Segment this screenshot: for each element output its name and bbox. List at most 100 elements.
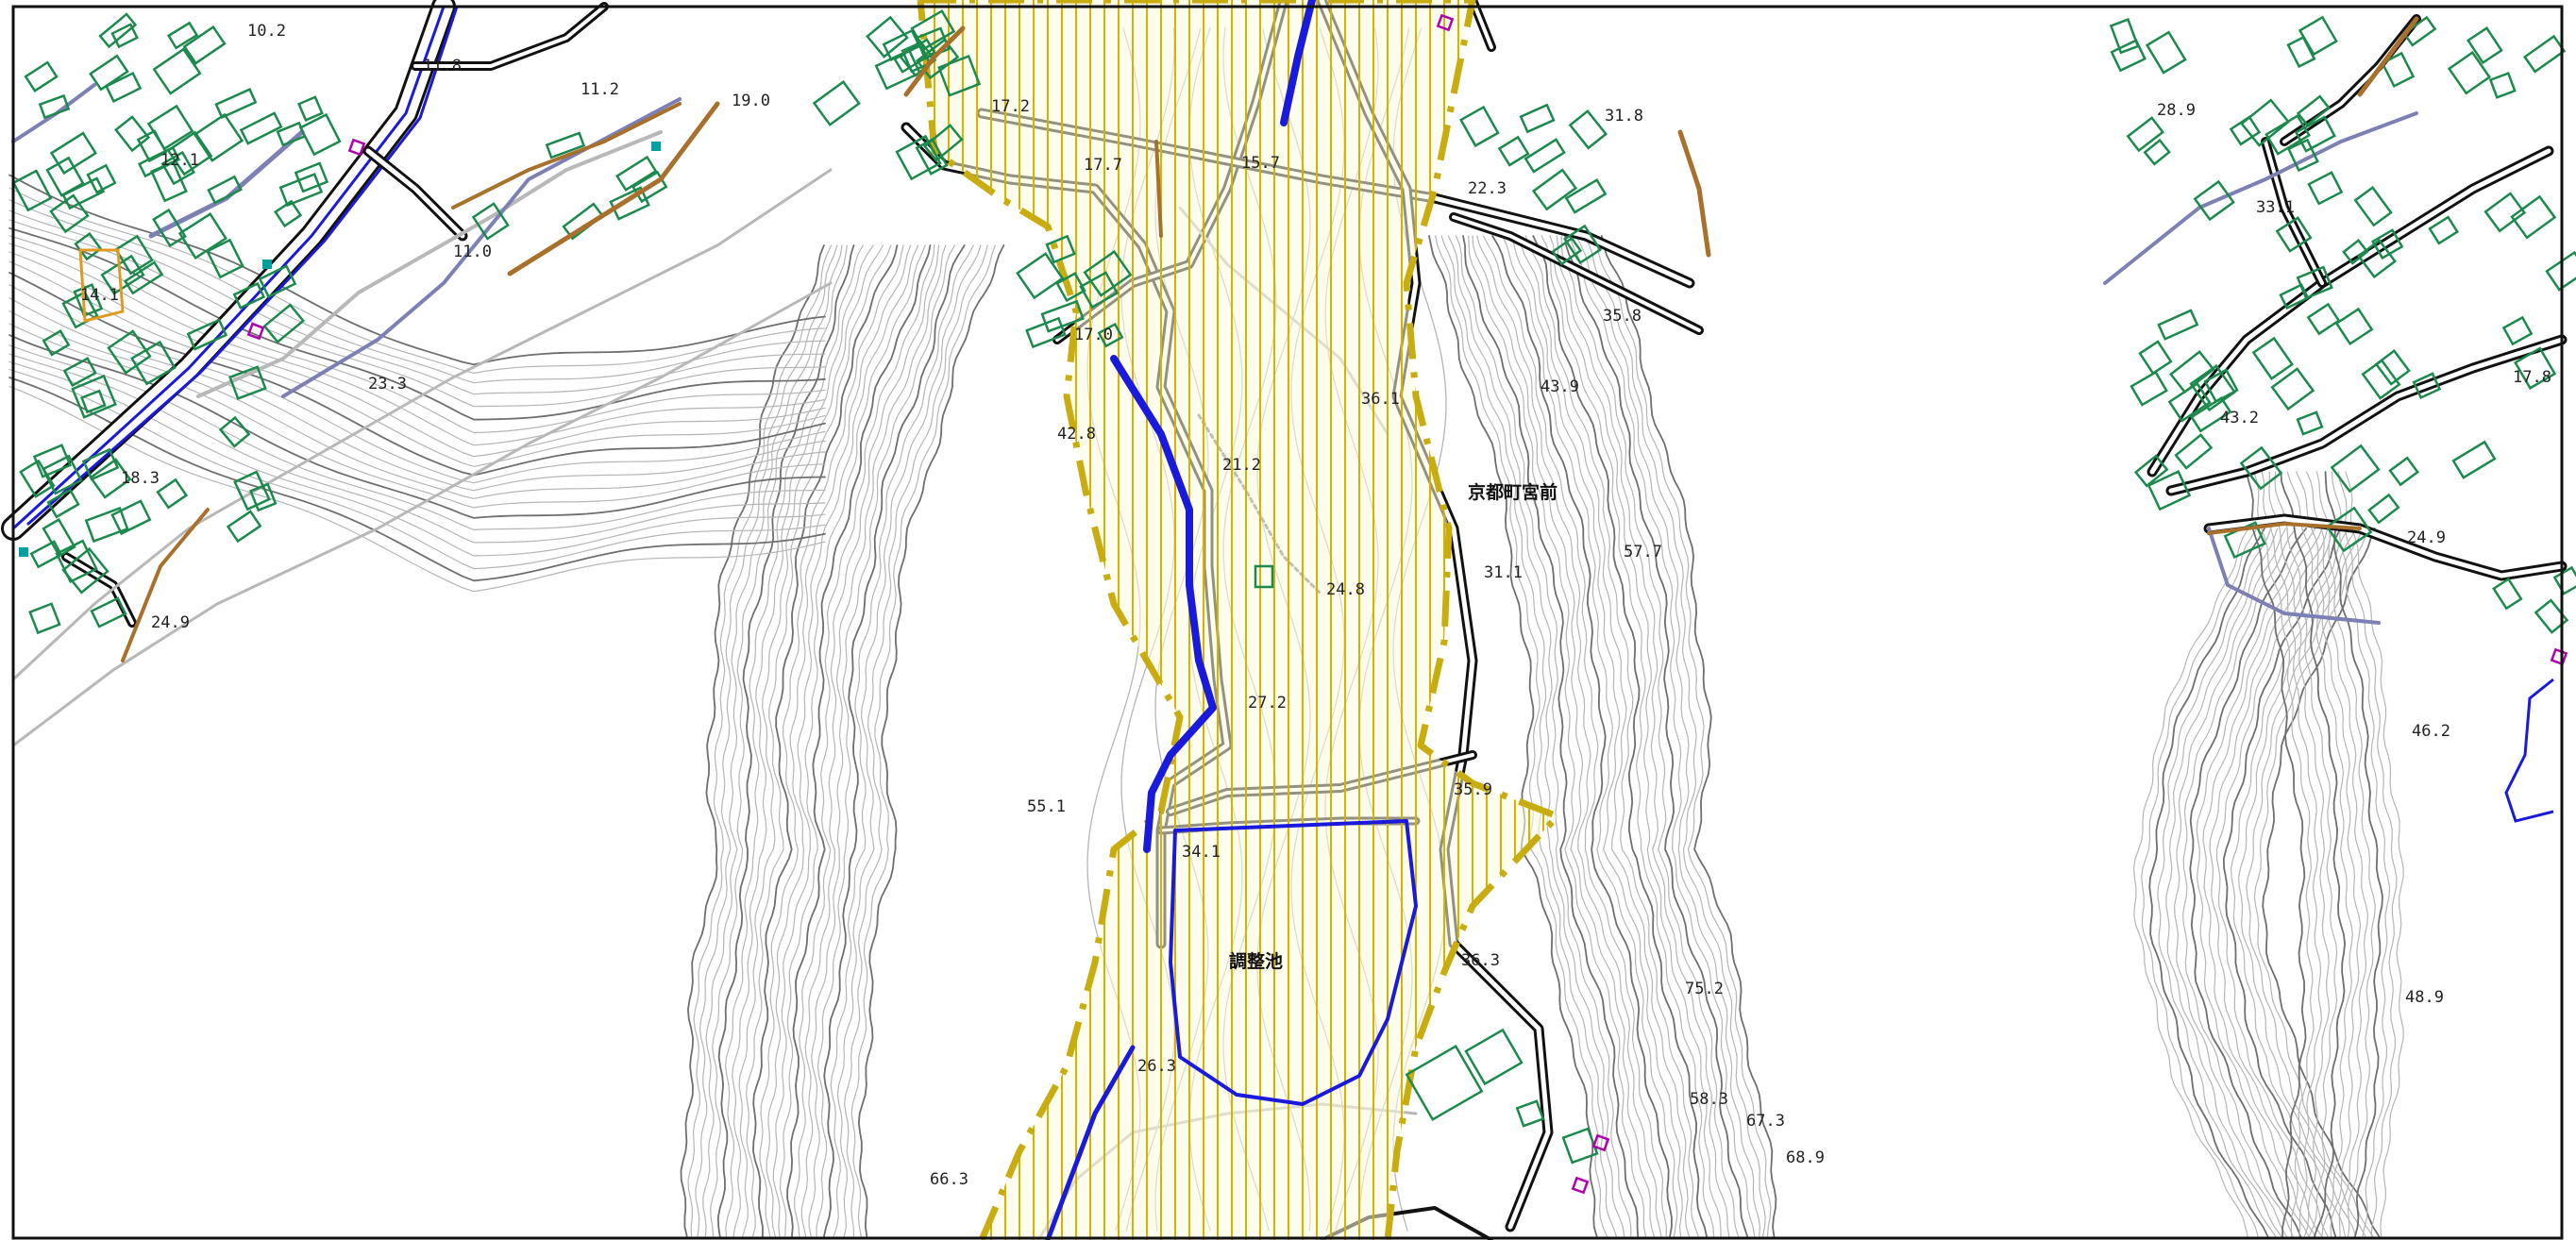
building bbox=[71, 374, 117, 419]
contour-line bbox=[780, 244, 926, 1237]
zone-boundary-line bbox=[917, 0, 1561, 1240]
contour-line bbox=[2286, 471, 2353, 1237]
slope-strip bbox=[2207, 522, 2362, 535]
elevation-label: 36.3 bbox=[1461, 951, 1500, 970]
building bbox=[2109, 18, 2140, 55]
building bbox=[104, 71, 143, 103]
building bbox=[2157, 309, 2199, 341]
building bbox=[90, 596, 127, 628]
contour-line bbox=[2223, 528, 2342, 1237]
elevation-label: 48.9 bbox=[2405, 988, 2444, 1007]
elevation-labels: 10.2 11.8 11.2 19.0 12.1 11.0 14.1 23.3 … bbox=[80, 22, 2551, 1189]
building bbox=[152, 208, 187, 248]
contour-line bbox=[836, 244, 982, 1237]
elevation-label: 57.7 bbox=[1624, 543, 1662, 561]
village-road-fill bbox=[2206, 516, 2565, 578]
contour-line bbox=[1564, 235, 1748, 1237]
elevation-label: 33.1 bbox=[2256, 198, 2295, 217]
building bbox=[2342, 238, 2369, 265]
contour-line bbox=[8, 377, 826, 582]
elevation-label: 12.1 bbox=[160, 151, 199, 170]
contour-line bbox=[1592, 235, 1772, 1237]
slope-strip bbox=[903, 25, 966, 97]
building bbox=[2130, 370, 2168, 407]
contour-line bbox=[2280, 471, 2346, 1237]
building bbox=[937, 54, 982, 97]
contour-line bbox=[1476, 235, 1662, 1237]
building bbox=[1515, 1099, 1545, 1128]
contour-line bbox=[2165, 528, 2282, 1237]
building bbox=[1045, 234, 1076, 264]
contour-line bbox=[687, 244, 833, 1237]
building bbox=[2126, 116, 2164, 153]
highway-lane bbox=[11, 5, 446, 530]
building bbox=[214, 88, 258, 120]
building bbox=[2334, 307, 2374, 346]
building bbox=[812, 79, 861, 126]
poi-marker bbox=[262, 260, 272, 269]
building bbox=[29, 540, 63, 569]
elevation-label: 24.9 bbox=[2407, 528, 2446, 547]
building bbox=[152, 47, 202, 95]
contour-line bbox=[1428, 235, 1598, 1237]
elevation-label: 21.2 bbox=[1222, 456, 1261, 475]
side-road bbox=[196, 130, 663, 398]
building bbox=[1563, 224, 1603, 265]
building bbox=[2353, 185, 2393, 227]
contour-line bbox=[2215, 528, 2334, 1237]
building bbox=[166, 21, 199, 50]
building bbox=[2147, 469, 2192, 511]
building bbox=[2167, 381, 2212, 423]
contour-line bbox=[2209, 528, 2329, 1237]
poi-marker bbox=[19, 547, 28, 557]
slope-strip bbox=[121, 508, 210, 662]
contour-line bbox=[2324, 471, 2383, 1237]
building bbox=[1254, 564, 1274, 589]
building-footprints bbox=[11, 8, 2576, 1165]
elevation-label: 26.3 bbox=[1137, 1057, 1176, 1076]
contour-line bbox=[2182, 528, 2297, 1237]
contour-line bbox=[850, 244, 996, 1237]
building bbox=[2286, 138, 2319, 173]
side-road bbox=[2207, 527, 2381, 625]
building bbox=[2367, 493, 2400, 525]
building bbox=[81, 447, 120, 481]
contour-line bbox=[702, 244, 843, 1237]
contour-line bbox=[2202, 528, 2323, 1237]
building bbox=[2374, 349, 2411, 386]
side-road bbox=[2103, 111, 2418, 285]
building bbox=[895, 134, 942, 181]
building bbox=[239, 111, 283, 145]
elevation-label: 17.7 bbox=[1084, 156, 1122, 175]
building bbox=[2145, 30, 2187, 75]
contour-line bbox=[1510, 235, 1683, 1237]
contour-lines bbox=[8, 27, 2404, 1237]
building bbox=[2370, 228, 2404, 260]
elevation-label: 22.3 bbox=[1468, 179, 1507, 198]
slope-strip bbox=[451, 102, 682, 209]
contour-line bbox=[1491, 235, 1673, 1237]
building bbox=[1568, 109, 1608, 150]
building bbox=[2296, 94, 2332, 127]
elevation-label: 35.8 bbox=[1603, 307, 1642, 326]
elevation-label: 55.1 bbox=[1027, 797, 1066, 816]
building bbox=[84, 506, 129, 544]
contour-line bbox=[1532, 235, 1708, 1237]
building bbox=[901, 41, 932, 74]
elevation-label: 14.1 bbox=[80, 286, 119, 305]
river-segment bbox=[1045, 1045, 1136, 1240]
building bbox=[2356, 239, 2397, 279]
building bbox=[86, 163, 117, 194]
building bbox=[2286, 35, 2316, 69]
building bbox=[89, 54, 129, 92]
building bbox=[42, 454, 83, 495]
contour-line bbox=[716, 244, 855, 1237]
building bbox=[2381, 51, 2416, 88]
building bbox=[2488, 72, 2517, 99]
contour-line bbox=[710, 244, 848, 1237]
building bbox=[177, 212, 227, 260]
building bbox=[278, 172, 324, 208]
building bbox=[226, 510, 262, 544]
highlighted-building bbox=[78, 248, 125, 323]
